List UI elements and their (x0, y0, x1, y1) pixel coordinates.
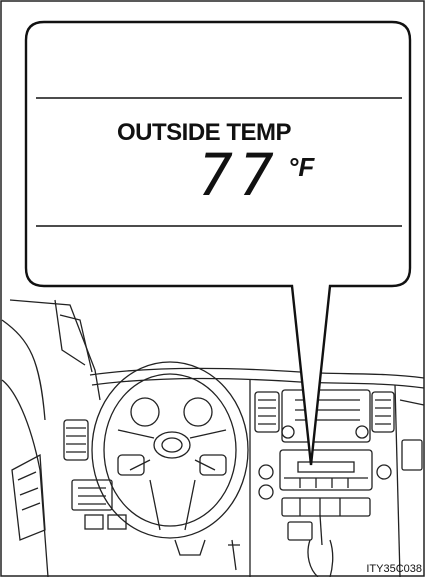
figure-code: ITY35C038 (366, 563, 422, 575)
temperature-unit: °F (288, 152, 314, 183)
temperature-value: 77 (198, 146, 280, 204)
